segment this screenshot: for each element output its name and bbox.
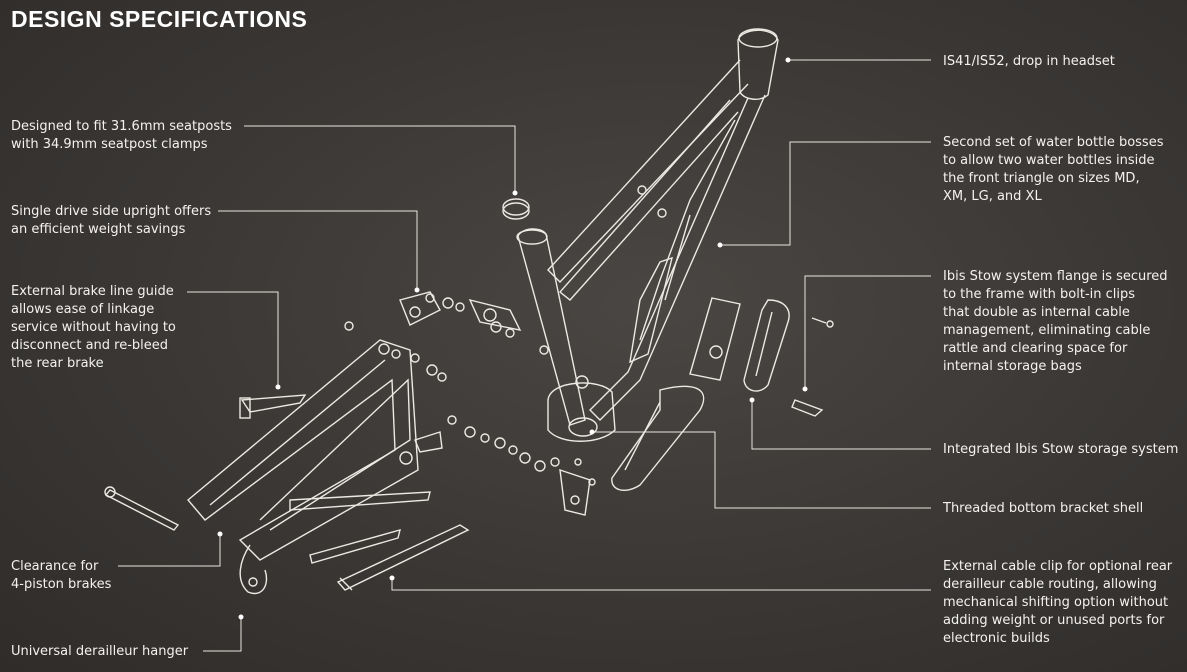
callout-cable-clip: External cable clip for optional rear de… <box>943 559 1173 646</box>
callout-headset: IS41/IS52, drop in headset <box>943 54 1115 69</box>
linkage-bearings <box>344 297 596 486</box>
leader-lines <box>118 57 931 652</box>
seatpost-clamp <box>502 198 530 220</box>
brake-line-guide <box>239 394 307 419</box>
callout-brake-guide: External brake line guide allows ease of… <box>11 284 176 371</box>
stow-flange <box>689 297 834 417</box>
lower-link <box>414 431 591 516</box>
callout-stow-storage: Integrated Ibis Stow storage system <box>943 442 1179 457</box>
callout-upright: Single drive side upright offers an effi… <box>11 204 212 237</box>
front-triangle <box>516 28 779 442</box>
callout-clearance: Clearance for 4-piston brakes <box>11 559 112 592</box>
stow-storage-door <box>611 385 705 492</box>
callout-bb-shell: Threaded bottom bracket shell <box>943 501 1144 516</box>
callout-hanger: Universal derailleur hanger <box>11 644 189 659</box>
upper-link <box>399 291 522 331</box>
callout-seatpost: Designed to fit 31.6mm seatposts with 34… <box>11 119 232 152</box>
rear-axle <box>104 486 180 531</box>
callout-bottle-bosses: Second set of water bottle bosses to all… <box>943 135 1164 204</box>
page-title: DESIGN SPECIFICATIONS <box>11 6 308 32</box>
rear-triangle <box>187 339 419 595</box>
callout-stow-flange: Ibis Stow system flange is secured to th… <box>943 269 1168 374</box>
chainstay-protector <box>289 491 470 591</box>
